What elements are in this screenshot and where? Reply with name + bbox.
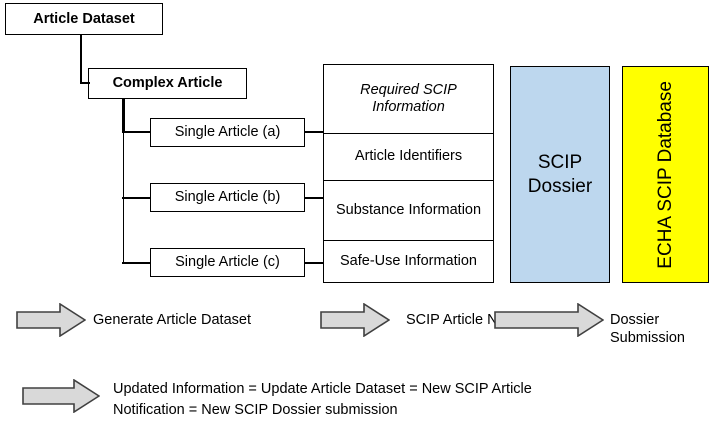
- connector-branch-c: [122, 262, 151, 264]
- scip-table-header: Required SCIP Information: [324, 65, 493, 134]
- connector-dataset-to-complex-horizontal: [80, 82, 90, 84]
- scip-row-label: Article Identifiers: [354, 148, 463, 165]
- scip-dossier-label: SCIP Dossier: [527, 151, 593, 197]
- updated-information-note: Updated Information = Update Article Dat…: [113, 381, 532, 419]
- scip-article-notification-arrow-icon: [320, 303, 390, 337]
- single-article-b-label: Single Article (b): [174, 189, 281, 206]
- connector-dataset-to-complex-vertical: [80, 35, 82, 83]
- dossier-submission-arrow-icon: [494, 303, 604, 337]
- single-article-c-label: Single Article (c): [175, 254, 280, 271]
- scip-row-label: Safe-Use Information: [339, 252, 477, 269]
- single-article-b-box: Single Article (b): [150, 183, 305, 212]
- scip-table-row-safe-use-information: Safe-Use Information: [324, 241, 493, 282]
- scip-table-row-article-identifiers: Article Identifiers: [324, 134, 493, 181]
- connector-complex-trunk-top: [122, 99, 125, 133]
- connector-a-to-table: [305, 131, 324, 133]
- scip-row-label: Substance Information: [335, 201, 482, 218]
- complex-article-box: Complex Article: [88, 68, 247, 99]
- complex-article-label: Complex Article: [112, 75, 223, 92]
- scip-table-row-substance-information: Substance Information: [324, 181, 493, 241]
- generate-article-dataset-arrow-label: Generate Article Dataset: [93, 312, 251, 328]
- article-dataset-label: Article Dataset: [33, 10, 135, 27]
- echa-scip-database-panel: ECHA SCIP Database: [622, 66, 709, 283]
- updated-information-arrow-icon: [22, 379, 100, 413]
- single-article-a-label: Single Article (a): [174, 124, 281, 141]
- scip-table-header-label: Required SCIP Information: [360, 81, 457, 115]
- single-article-a-box: Single Article (a): [150, 118, 305, 147]
- dossier-submission-arrow-label: Dossier Submission: [610, 312, 685, 347]
- single-article-c-box: Single Article (c): [150, 248, 305, 277]
- generate-article-dataset-arrow-icon: [16, 303, 86, 337]
- echa-scip-database-label: ECHA SCIP Database: [654, 80, 676, 269]
- article-dataset-box: Article Dataset: [5, 3, 163, 35]
- required-scip-information-table: Required SCIP Information Article Identi…: [323, 64, 494, 283]
- connector-b-to-table: [305, 197, 324, 199]
- connector-branch-b: [122, 197, 151, 199]
- connector-c-to-table: [305, 262, 324, 264]
- scip-dossier-panel: SCIP Dossier: [510, 66, 610, 283]
- connector-branch-a: [122, 131, 151, 133]
